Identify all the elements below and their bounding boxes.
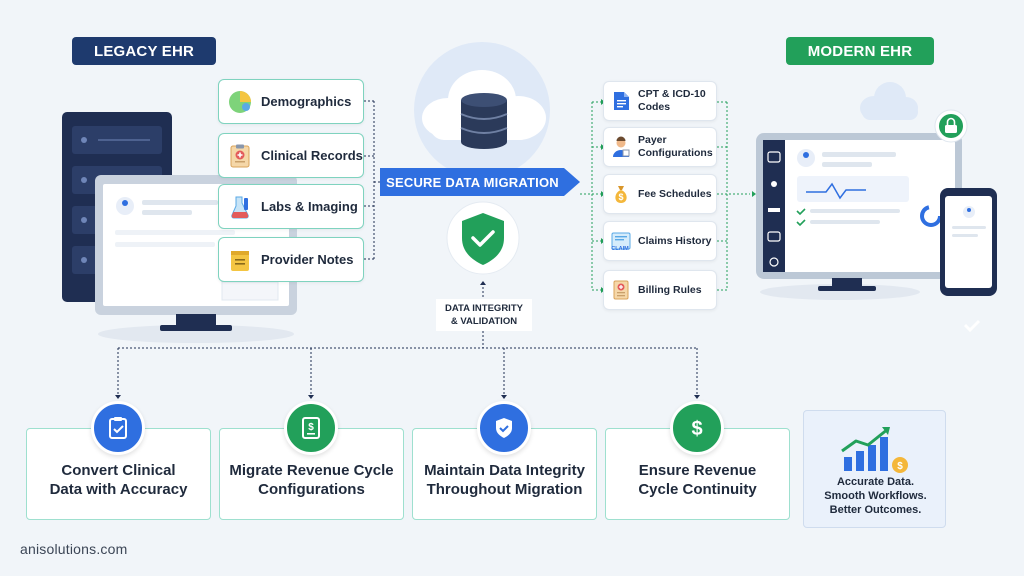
svg-text:$: $ (691, 418, 702, 440)
benefit-line-1: Maintain Data Integrity (424, 462, 585, 479)
destination-card-claims-history: Claims History (603, 221, 717, 261)
integrity-connector (480, 281, 486, 299)
dollar-sign-icon: $ (670, 401, 724, 455)
pie-chart-icon (229, 90, 251, 113)
shield-check-icon (477, 401, 531, 455)
legacy-ehr-label: LEGACY EHR (72, 37, 216, 65)
destination-card-fee-schedules: $ Fee Schedules (603, 174, 717, 214)
phone-icon (940, 188, 997, 296)
small-cloud-icon (860, 82, 918, 120)
money-bag-icon: $ (615, 186, 627, 203)
benefit-text: Ensure Revenue Cycle Continuity (638, 461, 756, 499)
destination-card-billing-rules: Billing Rules (603, 270, 717, 310)
outcome-line-3: Better Outcomes. (829, 504, 922, 516)
destination-line-1: CPT & ICD-10 (638, 88, 706, 100)
modern-ehr-label: MODERN EHR (786, 37, 934, 65)
migration-label: SECURE DATA MIGRATION (386, 174, 559, 190)
integrity-label: DATA INTEGRITY & VALIDATION (436, 299, 532, 331)
integrity-line-2: & VALIDATION (450, 316, 518, 327)
source-label: Demographics (261, 94, 352, 109)
outcome-card: $ Accurate Data. Smooth Workflows. Bette… (803, 410, 946, 528)
source-card-demographics: Demographics (218, 79, 364, 124)
database-icon (460, 93, 508, 149)
benefit-arrowheads (115, 395, 700, 399)
benefit-card-migrate-revenue: Migrate Revenue Cycle Configurations (219, 428, 404, 520)
clipboard-medical-icon (230, 144, 250, 167)
source-card-clinical-records: Clinical Records (218, 133, 364, 178)
integrity-line-1: DATA INTEGRITY (445, 303, 523, 314)
benefit-line-1: Convert Clinical (61, 462, 176, 479)
clipboard-check-icon (91, 401, 145, 455)
svg-text:$: $ (897, 461, 903, 472)
benefit-text: Convert Clinical Data with Accuracy (50, 461, 188, 499)
destination-card-cpt-icd: CPT & ICD-10 Codes (603, 81, 717, 121)
shield-check-large-icon (446, 201, 520, 275)
benefit-text: Maintain Data Integrity Throughout Migra… (424, 461, 585, 499)
outcome-text: Accurate Data. Smooth Workflows. Better … (804, 475, 947, 517)
source-card-labs-imaging: Labs & Imaging (218, 184, 364, 229)
source-connectors (364, 100, 380, 260)
person-icon (613, 136, 630, 157)
benefit-line-2: Data with Accuracy (49, 481, 188, 498)
destination-line-1: Payer (638, 134, 667, 146)
benefit-line-1: Ensure Revenue (638, 462, 757, 479)
source-label: Provider Notes (261, 252, 354, 267)
destination-line-1: Fee Schedules (638, 187, 712, 200)
lock-icon (934, 109, 968, 143)
destination-card-payer: Payer Configurations (603, 127, 717, 167)
dollar-document-icon: $ (284, 401, 338, 455)
claim-icon-text: CLAIM (611, 246, 629, 252)
outcome-line-2: Smooth Workflows. (824, 490, 927, 502)
benefit-line-2: Cycle Continuity (638, 481, 757, 498)
cloud-icon (414, 42, 550, 178)
source-card-provider-notes: Provider Notes (218, 237, 364, 282)
benefit-card-maintain-integrity: Maintain Data Integrity Throughout Migra… (412, 428, 597, 520)
document-icon (614, 92, 629, 110)
faint-check-icon (963, 319, 981, 333)
outcome-line-1: Accurate Data. (836, 476, 915, 488)
billing-rules-icon (613, 280, 629, 300)
benefit-connectors (117, 331, 698, 396)
lab-flask-icon (231, 196, 249, 218)
destination-line-1: Claims History (638, 234, 712, 247)
destination-line-2: Codes (638, 101, 671, 113)
benefit-line-2: Throughout Migration (426, 481, 583, 498)
legacy-server-icon (62, 112, 172, 302)
benefit-line-1: Migrate Revenue Cycle (229, 462, 394, 479)
notepad-icon (231, 250, 249, 271)
destination-line-1: Billing Rules (638, 283, 702, 296)
source-label: Labs & Imaging (261, 199, 358, 214)
destination-line-2: Configurations (638, 147, 713, 159)
benefit-line-2: Configurations (258, 481, 365, 498)
claim-form-icon (611, 232, 631, 250)
source-label: Clinical Records (261, 148, 363, 163)
growth-chart-icon: $ (841, 427, 908, 473)
svg-text:$: $ (618, 192, 623, 202)
modern-monitor-icon (756, 133, 962, 300)
svg-text:$: $ (308, 422, 314, 433)
footer-website: anisolutions.com (20, 541, 128, 557)
benefit-text: Migrate Revenue Cycle Configurations (229, 461, 393, 499)
